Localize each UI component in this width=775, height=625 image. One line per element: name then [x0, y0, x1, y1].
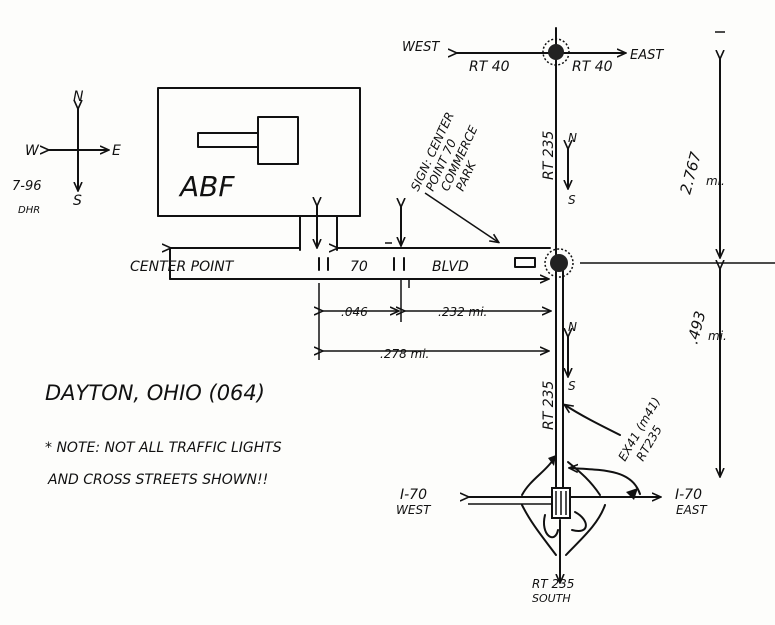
i70-west-line2: WEST [396, 503, 432, 517]
rt40-left-label: RT 40 [469, 59, 510, 75]
east-label: EAST [630, 48, 664, 63]
measure-b: .232 mi. [438, 305, 487, 319]
rt235-lower-label: RT 235 [541, 380, 557, 430]
lower-distance-unit: mi. [708, 329, 727, 343]
abf-building: ABF [157, 87, 361, 251]
sign-annotation: SIGN: CENTER POINT 70 COMMERCE PARK [408, 110, 498, 242]
compass-east: E [112, 143, 121, 159]
street-name-3: BLVD [432, 259, 469, 275]
rt235-lower-south: S [568, 379, 576, 393]
date-note: 7-96 [12, 179, 42, 194]
rt235-upper-south: S [568, 193, 576, 207]
compass-rose: N S W E [25, 89, 121, 209]
measurements: .046 .232 mi. .278 mi. [319, 280, 550, 361]
note-line1: * NOTE: NOT ALL TRAFFIC LIGHTS [45, 440, 282, 456]
i70-west-line1: I-70 [400, 487, 427, 503]
i70-east-line1: I-70 [675, 487, 702, 503]
distance-markers: 2.767 mi. .493 mi. [676, 31, 727, 476]
measure-c: .278 mi. [380, 347, 429, 361]
rt40-right-label: RT 40 [572, 59, 613, 75]
rt235-south-line1: RT 235 [532, 577, 574, 591]
i70-east-line2: EAST [676, 503, 708, 517]
rt235-upper-north: N [568, 131, 577, 145]
upper-distance: 2.767 [676, 149, 705, 196]
rt235-road: RT 235 N S RT 235 N S [541, 74, 577, 491]
street-name-1: CENTER POINT [130, 259, 235, 275]
west-label: WEST [402, 40, 440, 55]
top-intersection: WEST EAST RT 40 RT 40 [402, 27, 664, 76]
author-initials: DHR [18, 205, 40, 216]
compass-north: N [73, 89, 84, 105]
rt235-lower-north: N [568, 320, 577, 334]
rt235-upper-label: RT 235 [541, 130, 557, 180]
compass-west: W [25, 143, 40, 159]
compass-south: S [73, 193, 82, 209]
upper-distance-unit: mi. [706, 174, 725, 188]
building-label: ABF [178, 170, 235, 203]
rt235-south-line2: SOUTH [532, 592, 571, 605]
street-name-2: 70 [350, 259, 368, 275]
lower-distance: .493 [683, 309, 709, 346]
measure-a: .046 [341, 305, 368, 319]
note-line2: AND CROSS STREETS SHOWN!! [47, 472, 268, 488]
center-point-blvd: CENTER POINT 70 BLVD [130, 206, 574, 279]
city-label: DAYTON, OHIO (064) [45, 381, 265, 405]
